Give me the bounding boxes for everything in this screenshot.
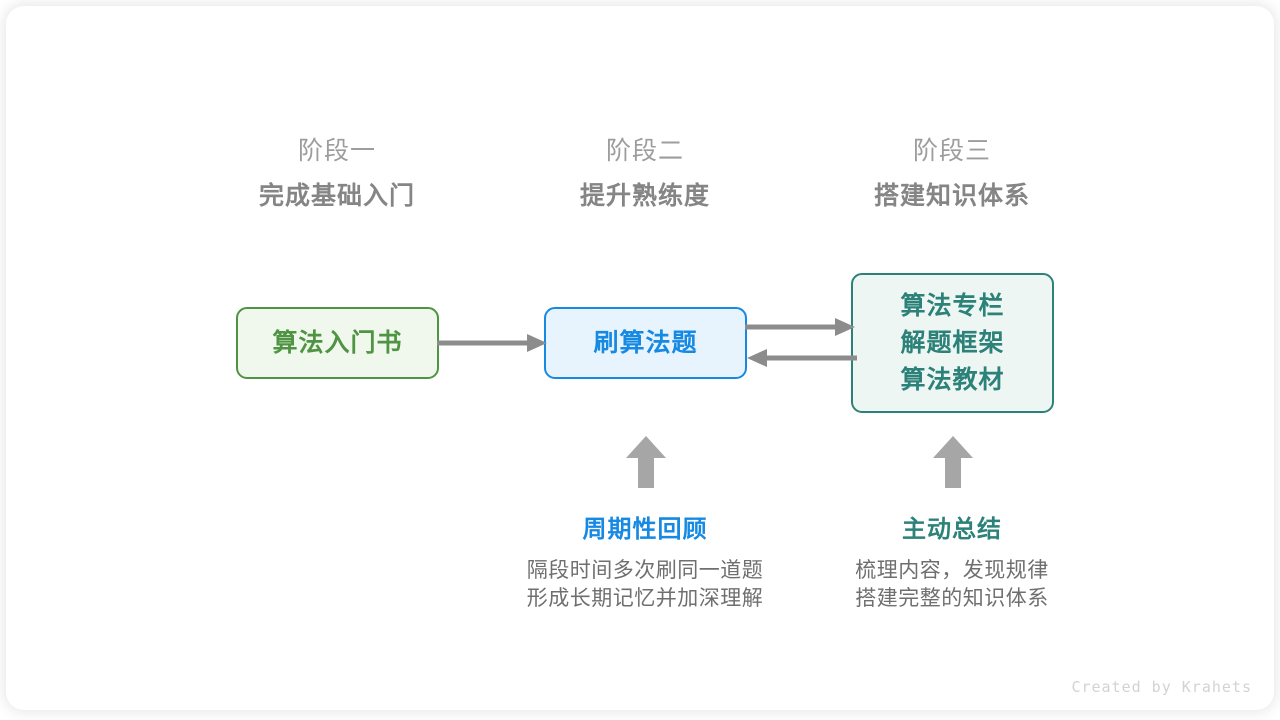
note-description-line-1: 隔段时间多次刷同一道题 [526, 559, 764, 582]
note-description-line-1: 梳理内容，发现规律 [855, 559, 1049, 582]
node-practice[interactable]: 刷算法题 [544, 307, 747, 379]
note-active-summary: 主动总结 梳理内容，发现规律 搭建完整的知识体系 [802, 513, 1102, 613]
stage-header-1: 阶段一 完成基础入门 [207, 134, 467, 214]
note-description: 隔段时间多次刷同一道题 形成长期记忆并加深理解 [495, 557, 795, 613]
stage-title: 搭建知识体系 [873, 182, 1030, 210]
node-label: 算法入门书 [272, 328, 403, 357]
note-periodic-review: 周期性回顾 隔段时间多次刷同一道题 形成长期记忆并加深理解 [495, 513, 795, 613]
node-label: 刷算法题 [593, 328, 698, 357]
stage-name: 阶段二 [605, 137, 684, 165]
up-arrow-icon-review [626, 436, 666, 488]
note-title: 周期性回顾 [582, 516, 708, 543]
node-intro-book[interactable]: 算法入门书 [236, 307, 439, 379]
watermark-credit: Created by Krahets [1071, 678, 1252, 696]
note-title: 主动总结 [902, 516, 1002, 543]
note-description-line-2: 形成长期记忆并加深理解 [526, 587, 764, 610]
stage-header-2: 阶段二 提升熟练度 [515, 134, 775, 214]
arrow-book-to-practice [437, 334, 547, 352]
up-arrow-icon-summary [933, 436, 973, 488]
arrow-resources-to-practice [747, 349, 857, 367]
slide-card: 阶段一 完成基础入门 阶段二 提升熟练度 阶段三 搭建知识体系 算法入门书 刷算… [6, 6, 1274, 710]
stage-header-3: 阶段三 搭建知识体系 [822, 134, 1082, 214]
stage-title: 完成基础入门 [258, 182, 415, 210]
stage-name: 阶段三 [912, 137, 991, 165]
note-description: 梳理内容，发现规律 搭建完整的知识体系 [802, 557, 1102, 613]
node-label-line-3: 算法教材 [900, 365, 1005, 394]
node-label-line-2: 解题框架 [900, 328, 1005, 357]
stage-name: 阶段一 [297, 137, 376, 165]
node-resources[interactable]: 算法专栏 解题框架 算法教材 [851, 273, 1054, 413]
arrow-practice-to-resources [745, 318, 855, 336]
node-label-line-1: 算法专栏 [900, 291, 1005, 320]
stage-title: 提升熟练度 [579, 182, 710, 210]
note-description-line-2: 搭建完整的知识体系 [855, 587, 1049, 610]
